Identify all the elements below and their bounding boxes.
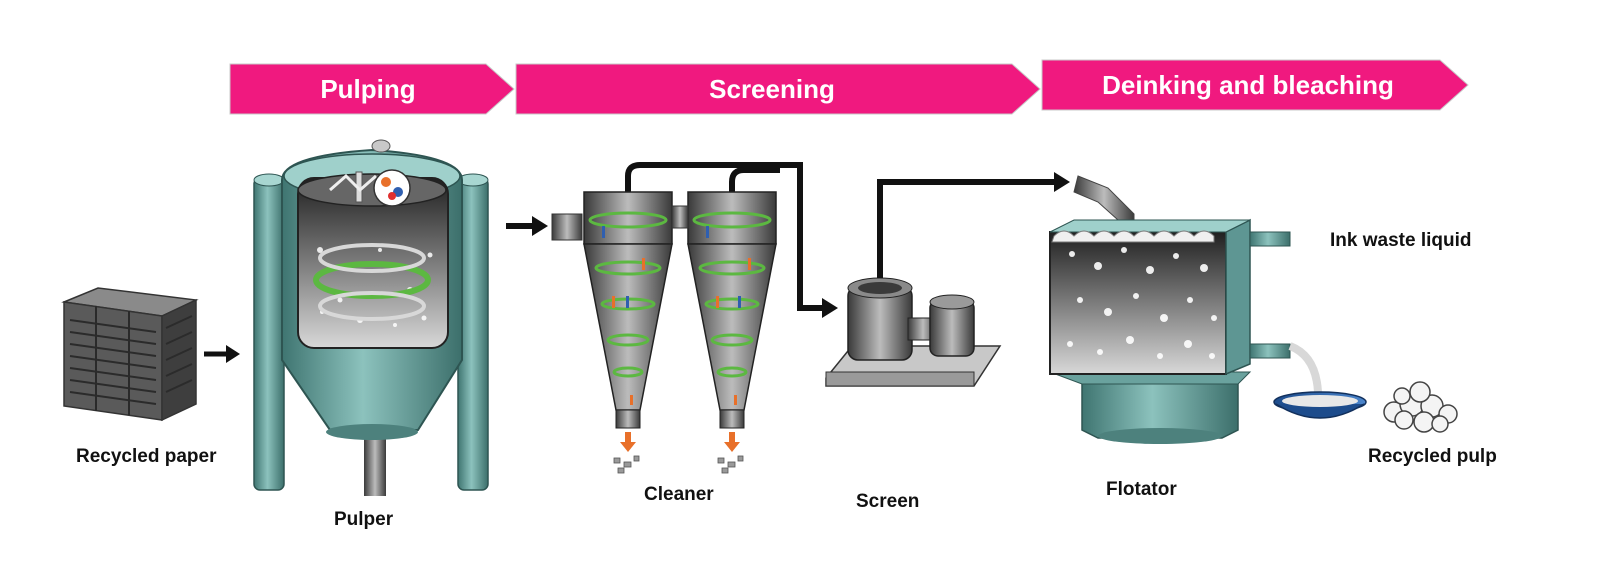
flotator-machine [1049, 175, 1322, 444]
stage-banner-pulping: Pulping [229, 63, 515, 115]
label-ink-waste-liquid: Ink waste liquid [1330, 230, 1472, 251]
pulper-machine [253, 139, 489, 496]
pulp-bowl-icon [1273, 391, 1367, 419]
label-screen: Screen [856, 491, 920, 512]
flow-arrow-pulper-to-cleaner [506, 216, 548, 236]
label-recycled-paper: Recycled paper [76, 446, 217, 467]
recycled-paper-bales-icon [61, 287, 199, 422]
stage-banner-screening: Screening [515, 63, 1041, 115]
cleaner-hydrocyclones [551, 162, 838, 474]
reject-arrow-icon [620, 432, 740, 452]
screen-machine [825, 172, 1070, 387]
flow-arrow-paper-to-pulper [204, 345, 240, 363]
stage-label-deinking-bleaching: Deinking and bleaching [1102, 70, 1394, 100]
label-recycled-pulp: Recycled pulp [1368, 446, 1497, 467]
stage-banner-deinking-bleaching: Deinking and bleaching [1041, 59, 1469, 111]
label-cleaner: Cleaner [644, 484, 714, 505]
recycled-pulp-pile-icon [1383, 381, 1458, 433]
pulper-swirl-icon [313, 243, 431, 321]
label-pulper: Pulper [334, 509, 394, 530]
stage-label-screening: Screening [709, 74, 835, 104]
stage-label-pulping: Pulping [320, 74, 415, 104]
label-flotator: Flotator [1106, 479, 1177, 500]
